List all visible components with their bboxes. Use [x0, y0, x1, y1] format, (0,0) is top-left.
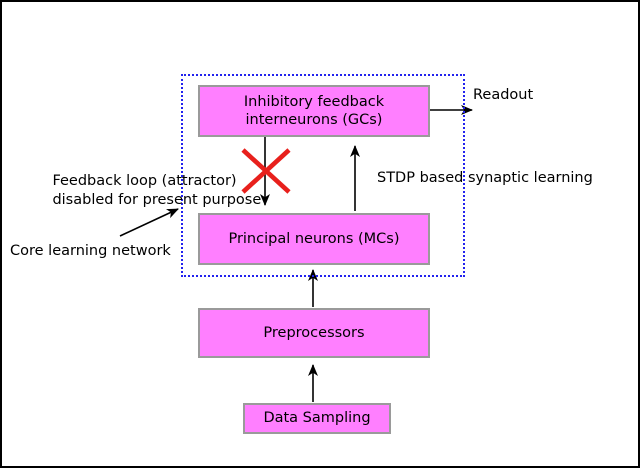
node-label-gcs-line1: Inhibitory feedback: [243, 93, 385, 110]
annotation-feedback-disabled-line2: disabled for present purpose: [52, 192, 262, 209]
node-preprocessors[interactable]: Preprocessors: [198, 308, 430, 358]
annotation-stdp: STDP based synaptic learning: [377, 170, 593, 186]
node-label-data-sampling: Data Sampling: [263, 410, 371, 427]
node-principal-neurons[interactable]: Principal neurons (MCs): [198, 213, 430, 265]
disabled-cross-icon: [241, 148, 291, 194]
node-data-sampling[interactable]: Data Sampling: [243, 403, 391, 434]
annotation-readout: Readout: [473, 87, 534, 103]
node-label-mcs: Principal neurons (MCs): [228, 230, 400, 247]
group-label-core-learning-network: Core learning network: [10, 243, 171, 259]
node-label-preprocessors: Preprocessors: [263, 324, 365, 341]
annotation-feedback-disabled-line1: Feedback loop (attractor): [52, 173, 237, 190]
arrow-core-learning-network-label: [119, 208, 179, 237]
node-label-gcs: Inhibitory feedback interneurons (GCs): [244, 93, 384, 129]
node-label-gcs-line2: interneurons (GCs): [245, 112, 383, 128]
annotation-feedback-disabled: Feedback loop (attractor) disabled for p…: [34, 153, 261, 230]
node-inhibitory-feedback-interneurons[interactable]: Inhibitory feedback interneurons (GCs): [198, 85, 430, 137]
core-learning-network-group: [181, 74, 465, 277]
